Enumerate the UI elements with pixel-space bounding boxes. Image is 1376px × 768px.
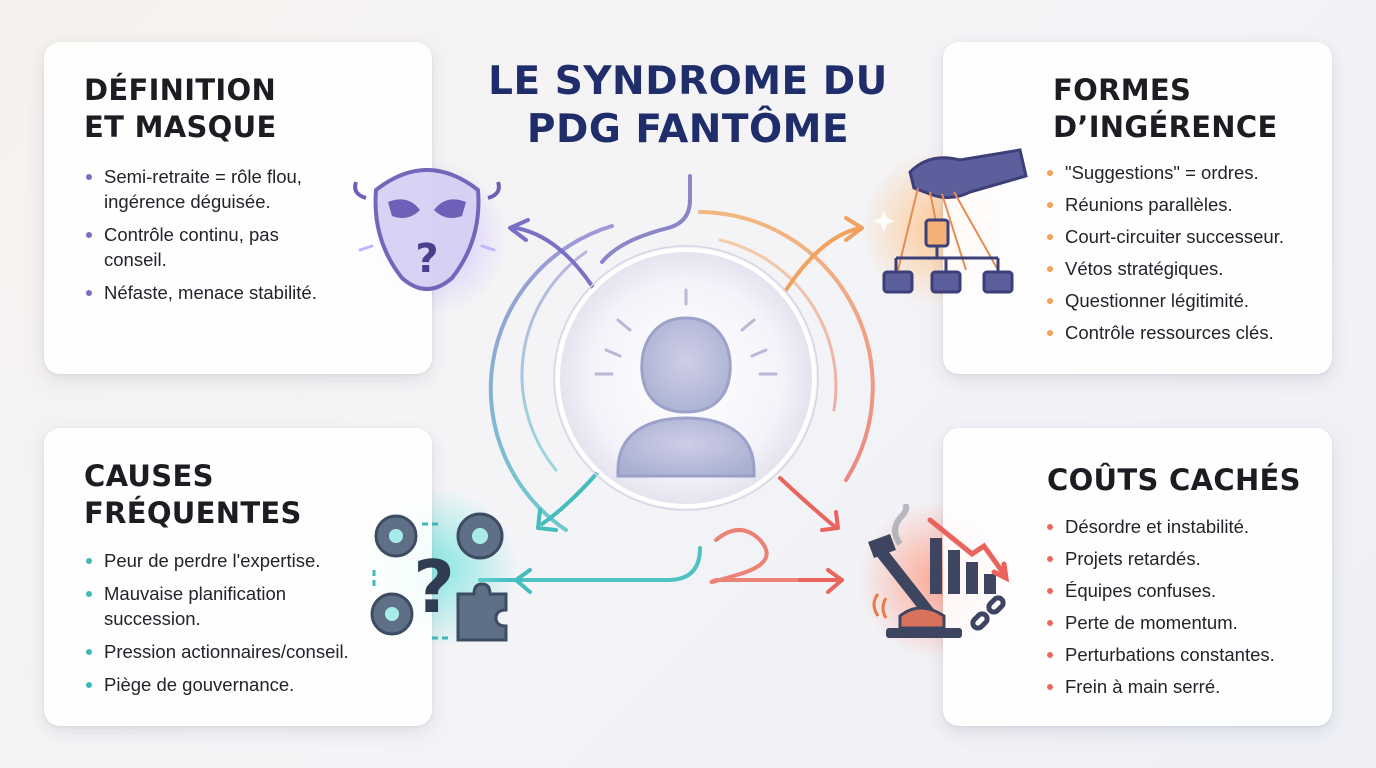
list-item: Mauvaise planification succession. bbox=[84, 581, 304, 631]
list-item: Peur de perdre l'expertise. bbox=[84, 548, 384, 573]
list-item: Pression actionnaires/conseil. bbox=[84, 639, 384, 664]
list-item: Frein à main serré. bbox=[1045, 674, 1325, 699]
list-item: Néfaste, menace stabilité. bbox=[84, 280, 344, 305]
list-item: Perturbations constantes. bbox=[1045, 642, 1325, 667]
formes-list: "Suggestions" = ordres. Réunions parallè… bbox=[1045, 160, 1325, 352]
list-item: "Suggestions" = ordres. bbox=[1045, 160, 1325, 185]
causes-title: CAUSES FRÉQUENTES bbox=[84, 459, 302, 530]
list-item: Questionner légitimité. bbox=[1045, 288, 1325, 313]
definition-list: Semi-retraite = rôle flou, ingérence dég… bbox=[84, 164, 344, 313]
list-item: Désordre et instabilité. bbox=[1045, 514, 1325, 539]
list-item: Contrôle continu, pas conseil. bbox=[84, 222, 344, 272]
list-item: Réunions parallèles. bbox=[1045, 192, 1325, 217]
couts-title: COÛTS CACHÉS bbox=[1047, 463, 1301, 497]
causes-card: CAUSES FRÉQUENTES Peur de perdre l'exper… bbox=[44, 428, 432, 726]
svg-text:?: ? bbox=[415, 236, 438, 282]
list-item: Semi-retraite = rôle flou, ingérence dég… bbox=[84, 164, 344, 214]
formes-title: FORMES D’INGÉRENCE bbox=[1053, 73, 1278, 144]
list-item: Piège de gouvernance. bbox=[84, 672, 384, 697]
svg-text:?: ? bbox=[413, 545, 455, 629]
mask-question-icon: ? bbox=[353, 168, 501, 291]
page-title: LE SYNDROME DU PDG FANTÔME bbox=[488, 59, 888, 152]
couts-list: Désordre et instabilité. Projets retardé… bbox=[1045, 514, 1325, 706]
list-item: Projets retardés. bbox=[1045, 546, 1325, 571]
causes-list: Peur de perdre l'expertise. Mauvaise pla… bbox=[84, 548, 384, 705]
handbrake-declining-chart-icon bbox=[868, 504, 1010, 638]
gears-question-puzzle-icon: ? bbox=[370, 512, 508, 642]
list-item: Contrôle ressources clés. bbox=[1045, 320, 1325, 345]
definition-title: DÉFINITION ET MASQUE bbox=[84, 73, 277, 144]
puppet-hand-org-chart-icon bbox=[873, 148, 1028, 294]
definition-card: DÉFINITION ET MASQUE Semi-retraite = rôl… bbox=[44, 42, 432, 374]
list-item: Vétos stratégiques. bbox=[1045, 256, 1325, 281]
formes-card: FORMES D’INGÉRENCE "Suggestions" = ordre… bbox=[943, 42, 1332, 374]
ghost-person-icon bbox=[616, 316, 756, 478]
list-item: Perte de momentum. bbox=[1045, 610, 1325, 635]
list-item: Court-circuiter successeur. bbox=[1045, 224, 1325, 249]
list-item: Équipes confuses. bbox=[1045, 578, 1325, 603]
